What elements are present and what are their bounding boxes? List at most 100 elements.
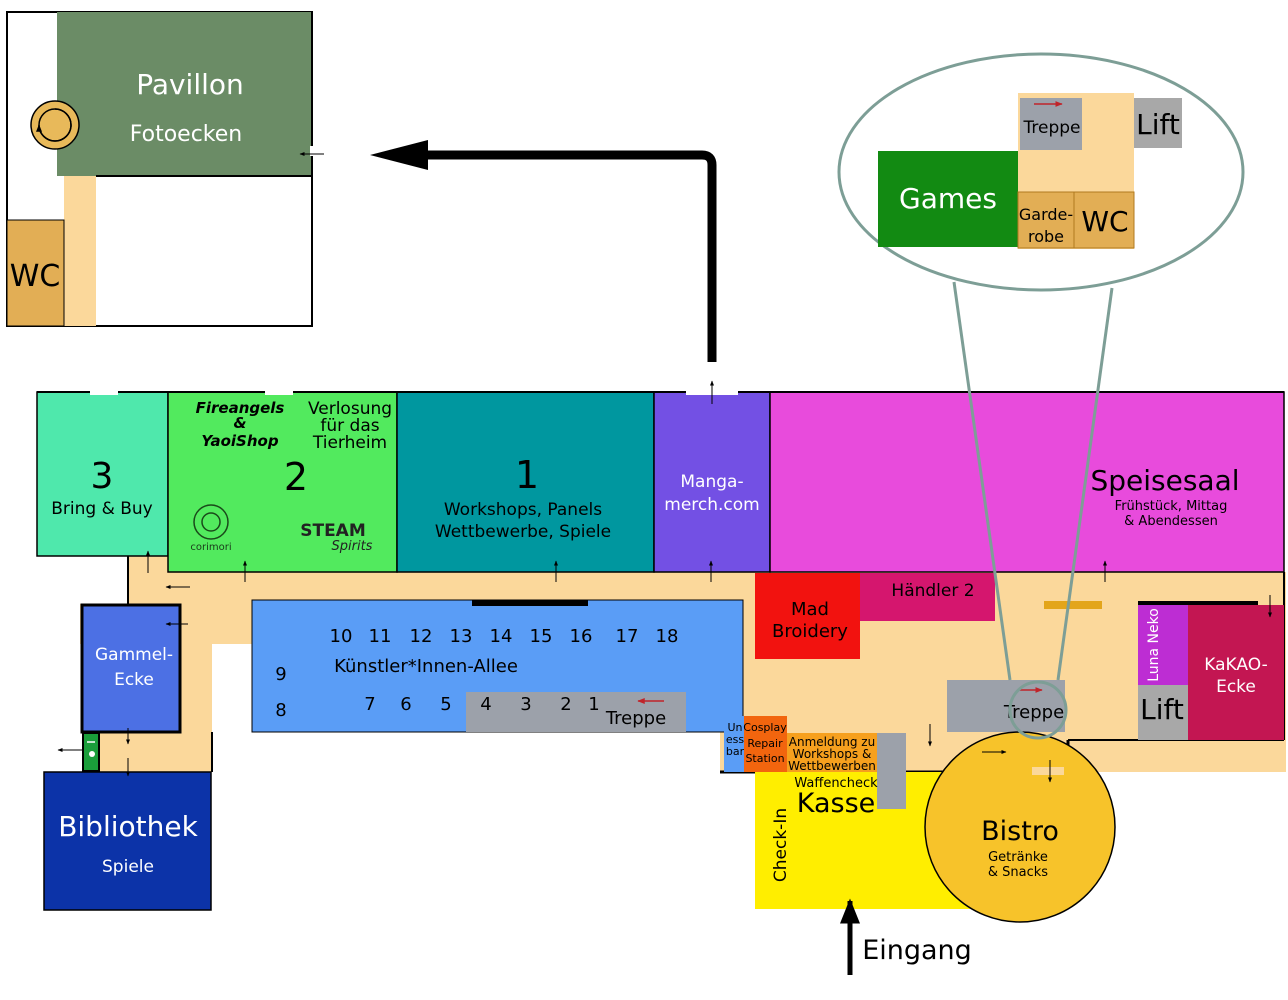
table-number: 9 [275, 664, 286, 685]
unessbar-line2: ess [726, 733, 744, 746]
room-1-line1: Workshops, Panels [444, 500, 602, 520]
haendler-2-label: Händler 2 [891, 581, 974, 601]
kasse-title: Kasse [797, 788, 876, 819]
table-number: 15 [530, 626, 553, 647]
cosplay-line3: Station [745, 752, 784, 765]
spiral-staircase-icon [30, 100, 80, 150]
verlosung-line2: für das [320, 416, 379, 436]
table-number: 13 [450, 626, 473, 647]
door-arrows [57, 550, 1272, 783]
table-number: 11 [369, 626, 392, 647]
counter-bar [1044, 601, 1102, 609]
luna-neko-booth[interactable] [1138, 605, 1188, 685]
bistro-line2: & Snacks [988, 865, 1048, 880]
pavillon-wc-label: WC [10, 259, 61, 294]
corimori-logo-icon: corimori [190, 504, 232, 553]
steam-spirits-logo-line2: Spirits [332, 539, 373, 554]
kakao-ecke-line2: Ecke [1216, 677, 1256, 697]
bibliothek-subtitle: Spiele [102, 857, 154, 877]
zoom-games-room [878, 151, 1018, 247]
zoom-games-label: Games [899, 182, 997, 215]
zoom-source-circle [1008, 680, 1068, 740]
bibliothek-title: Bibliothek [58, 810, 198, 843]
anmeldung-line3: Wettbewerben [788, 759, 876, 773]
pavillon-title: Pavillon [136, 68, 244, 101]
table-number: 6 [400, 694, 411, 715]
zoom-treppe-label: Treppe [1022, 118, 1080, 138]
zoom-garderobe [1017, 191, 1075, 249]
mad-broidery-line1: Mad [791, 599, 829, 620]
mangamerch-room[interactable] [653, 391, 771, 573]
room-2-number: 2 [284, 455, 308, 499]
room-3-number: 3 [91, 456, 114, 497]
table-number: 18 [656, 626, 679, 647]
route-to-pavillon-line [420, 150, 717, 362]
table-number: 16 [570, 626, 593, 647]
speisesaal-line1: Frühstück, Mittag [1115, 499, 1228, 514]
pavillon-subtitle: Fotoecken [130, 122, 242, 147]
table-number: 14 [490, 626, 513, 647]
kakao-ecke-room[interactable] [1188, 605, 1284, 740]
fireangels-sign-line2: & [233, 414, 246, 432]
table-number: 17 [616, 626, 639, 647]
route-arrowhead-icon [370, 140, 428, 170]
pavillon-building: WC Pavillon Fotoecken [6, 11, 330, 327]
unessbar-line3: bar [726, 745, 745, 758]
zoom-garderobe-line2: robe [1028, 227, 1064, 246]
room-1-line2: Wettbewerbe, Spiele [435, 522, 611, 542]
zoom-lift-label: Lift [1136, 108, 1180, 141]
cosplay-line2: Repair [747, 737, 783, 750]
gammel-ecke-room[interactable] [80, 603, 182, 734]
table-number: 8 [275, 700, 286, 721]
kasse-counter [877, 733, 906, 809]
treppe-main[interactable] [947, 680, 1065, 732]
treppe-main-label: Treppe [1003, 702, 1064, 723]
table-number: 4 [480, 694, 491, 715]
kuenstler-allee-wall [472, 600, 588, 606]
bibliothek-room[interactable] [43, 771, 212, 911]
table-number: 5 [440, 694, 451, 715]
speisesaal-line2: & Abendessen [1124, 514, 1218, 529]
mangamerch-line1: Manga- [680, 472, 743, 492]
kuenstler-treppe[interactable] [466, 692, 686, 732]
anmeldung-line2: Workshops & [793, 747, 872, 761]
unessbar-booth[interactable] [724, 716, 744, 772]
mangamerch-line2: merch.com [664, 495, 759, 515]
anmeldung-line1: Anmeldung zu [789, 735, 875, 749]
pavillon-room[interactable] [57, 12, 312, 176]
fireangels-sign-line3: YaoiShop [201, 432, 278, 450]
table-number: 2 [560, 694, 571, 715]
eingang-label: Eingang [862, 935, 972, 966]
zoom-treppe [1020, 98, 1082, 150]
cosplay-line1: Cosplay [743, 721, 787, 734]
gammel-ecke-line2: Ecke [114, 670, 154, 690]
table-number: 10 [330, 626, 353, 647]
kuenstler-top-numbers: 10 11 12 13 14 15 16 17 18 [330, 626, 679, 647]
kuenstler-allee-title: Künstler*Innen-Allee [334, 656, 518, 677]
zoom-wc-label: WC [1081, 205, 1128, 238]
pavillon-wc-room [6, 219, 65, 327]
speisesaal-room[interactable] [769, 391, 1285, 573]
fireangels-sign-line1: Fireangels [196, 399, 285, 417]
gammel-ecke-line1: Gammel- [95, 645, 173, 665]
table-number: 7 [364, 694, 375, 715]
luna-neko-label: Luna Neko [1146, 608, 1162, 682]
zoom-wc [1073, 191, 1135, 249]
steam-spirits-logo-line1: STEAM [300, 521, 366, 541]
room-3-subtitle: Bring & Buy [51, 499, 153, 519]
zoom-garderobe-line1: Garde- [1019, 205, 1073, 224]
cosplay-repair-station[interactable] [744, 716, 787, 772]
waffencheck-label: Waffencheck [794, 776, 878, 791]
unessbar-line1: Un [727, 721, 742, 734]
bistro-line1: Getränke [988, 850, 1048, 865]
haendler-2-booth[interactable] [860, 573, 995, 621]
mad-broidery-booth[interactable] [755, 573, 860, 659]
check-in-label: Check-In [771, 808, 791, 882]
lift-main[interactable] [1138, 685, 1188, 740]
anmeldung-booth[interactable] [787, 733, 877, 772]
verlosung-line3: Tierheim [312, 433, 387, 453]
kakao-ecke-line1: KaKAO- [1204, 655, 1267, 675]
kuenstler-bottom-numbers: 7 6 5 4 3 2 1 [364, 694, 599, 715]
room-1-number: 1 [515, 453, 539, 497]
